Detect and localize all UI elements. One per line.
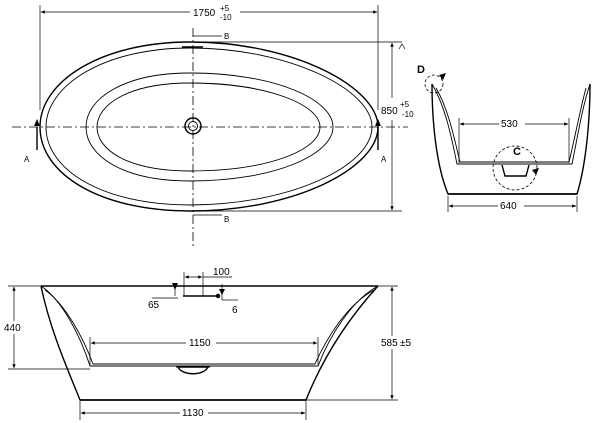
length-label-bg	[190, 3, 240, 19]
drain-height-arrow	[172, 283, 178, 290]
section-b-bottom-label: B	[224, 215, 229, 224]
base-length-label-bg	[180, 406, 208, 419]
tub-inner-rim	[45, 47, 373, 206]
width-caret	[398, 43, 406, 50]
drain-height-value: 65	[148, 300, 160, 311]
end-inner-profile	[431, 83, 591, 165]
side-inner-profile-2	[44, 289, 375, 365]
detail-c-circle	[492, 145, 538, 191]
width-tol-upper: +5	[400, 100, 410, 109]
top-view: B B A A 1750 +5 -10 850 +5 -10	[12, 3, 416, 248]
side-overflow-hole	[215, 293, 221, 299]
end-view: 530 640 C D	[417, 64, 591, 212]
tub-outer-rim	[39, 41, 379, 212]
detail-c-drain	[501, 164, 530, 177]
end-inner-profile-2	[435, 87, 587, 163]
section-a-left-label: A	[24, 155, 30, 164]
length-tol-lower: -10	[220, 13, 232, 22]
detail-c-label: C	[513, 146, 521, 158]
drain-small-value: 6	[232, 305, 238, 316]
drain-outer	[184, 117, 202, 135]
tub-bowl-outer	[85, 72, 334, 182]
inner-height-value: 440	[4, 323, 21, 334]
tub-bowl-inner	[96, 82, 321, 172]
drain-small-arrow	[219, 289, 225, 295]
section-b-top-label: B	[224, 32, 229, 41]
end-outer-profile	[431, 83, 591, 195]
end-outer-label-bg	[498, 199, 524, 211]
detail-d-arrow	[439, 73, 446, 80]
drain-offset-value: 100	[213, 267, 230, 278]
detail-d-circle	[424, 74, 444, 94]
width-label-bg	[382, 98, 416, 120]
width-tol-lower: -10	[402, 110, 414, 119]
drain-inner	[188, 121, 198, 131]
end-inner-label-bg	[499, 117, 525, 129]
detail-d-label: D	[417, 64, 425, 76]
section-a-right-label: A	[381, 155, 387, 164]
length-value: 1750	[193, 8, 216, 19]
total-height-value: 585	[381, 338, 398, 349]
side-drain	[176, 366, 210, 375]
inner-height-label-bg	[2, 321, 24, 334]
end-outer-width: 640	[500, 201, 517, 212]
detail-c-arrow	[532, 168, 539, 175]
section-a-right-arrowhead	[375, 119, 381, 126]
section-a-left-arrowhead	[34, 119, 40, 126]
inner-length-value: 1150	[189, 338, 211, 349]
total-height-tol: ±5	[400, 338, 411, 349]
inner-length-label-bg	[186, 336, 216, 349]
side-view: 100 65 6 440 585 ±5 1150	[2, 267, 420, 420]
length-tol-upper: +5	[220, 4, 230, 13]
end-inner-width: 530	[501, 119, 518, 130]
base-length-value: 1130	[182, 408, 204, 419]
total-height-label-bg	[380, 336, 420, 349]
width-value: 850	[381, 106, 398, 117]
